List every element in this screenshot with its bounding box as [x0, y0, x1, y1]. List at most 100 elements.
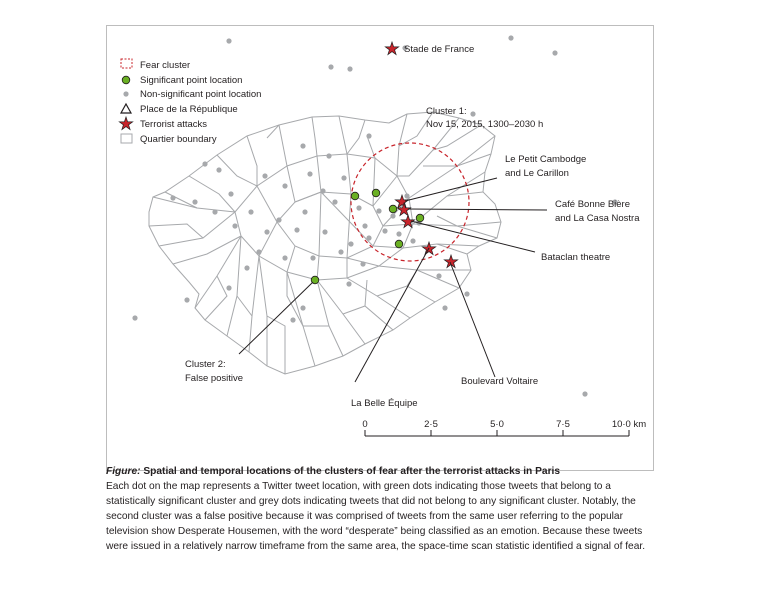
- figure-caption: Figure: Spatial and temporal locations o…: [106, 464, 646, 555]
- label-stade-de-france: Stade de France: [404, 44, 474, 55]
- non-significant-point: [552, 50, 558, 56]
- non-significant-point: [282, 255, 288, 261]
- scale-labels: 0 2·5 5·0 7·5 10·0 km: [362, 419, 646, 430]
- legend: Fear cluster Significant point location …: [118, 58, 261, 145]
- non-significant-point: [470, 111, 476, 117]
- fear-cluster-circle: [350, 142, 470, 262]
- non-significant-point: [262, 173, 268, 179]
- scale-tick-label: 2·5: [424, 419, 438, 430]
- non-significant-point: [226, 285, 232, 291]
- leader-line: [404, 177, 498, 202]
- significant-point: [310, 275, 320, 285]
- significant-point: [371, 188, 381, 198]
- non-significant-point: [290, 317, 296, 323]
- non-significant-point: [170, 195, 176, 201]
- legend-fear-cluster: Fear cluster: [140, 60, 190, 71]
- leader-line: [410, 220, 536, 253]
- non-significant-point: [256, 249, 262, 255]
- non-significant-point: [202, 161, 208, 167]
- non-significant-point: [184, 297, 190, 303]
- non-significant-points: [132, 35, 618, 397]
- non-significant-point: [390, 213, 396, 219]
- significant-points: [310, 188, 425, 285]
- attack-star-bonne-biere: [400, 213, 416, 229]
- triangle-icon: [119, 102, 133, 114]
- label-bonne-biere: Café Bonne Bière: [555, 199, 630, 210]
- significant-point: [394, 239, 404, 249]
- non-significant-point: [464, 291, 470, 297]
- non-significant-point: [612, 199, 618, 205]
- non-significant-point: [366, 133, 372, 139]
- leader-line: [238, 281, 314, 355]
- label-carillon: and Le Carillon: [505, 168, 569, 179]
- non-significant-point: [376, 208, 382, 214]
- non-significant-point: [508, 35, 514, 41]
- non-significant-point: [382, 228, 388, 234]
- significant-point: [388, 204, 398, 214]
- non-significant-point: [264, 229, 270, 235]
- non-significant-point: [302, 209, 308, 215]
- label-boulevard-voltaire: Boulevard Voltaire: [461, 376, 538, 387]
- non-significant-point: [310, 255, 316, 261]
- non-significant-point: [366, 235, 372, 241]
- fear-cluster-swatch: [120, 58, 133, 69]
- non-significant-point: [226, 38, 232, 44]
- non-significant-point: [362, 223, 368, 229]
- quartier-boundaries: [148, 111, 502, 375]
- caption-figure-label: Figure:: [106, 466, 141, 477]
- significant-point: [415, 213, 425, 223]
- quartier-boundary-swatch: [120, 133, 133, 144]
- map-figure: Fear cluster Significant point location …: [106, 25, 654, 471]
- label-cluster1-title: Cluster 1:: [426, 106, 467, 117]
- non-significant-point: [212, 209, 218, 215]
- non-significant-swatch: [123, 91, 129, 97]
- non-significant-point: [338, 249, 344, 255]
- non-significant-point: [244, 265, 250, 271]
- attack-markers: [384, 40, 459, 269]
- caption-title-text: Spatial and temporal locations of the cl…: [140, 466, 561, 477]
- non-significant-point: [320, 188, 326, 194]
- attack-star-stade-de-france: [384, 40, 400, 56]
- non-significant-point: [132, 315, 138, 321]
- non-significant-point: [356, 205, 362, 211]
- significant-swatch: [121, 75, 131, 85]
- non-significant-point: [582, 391, 588, 397]
- non-significant-point: [248, 209, 254, 215]
- leader-line: [354, 247, 430, 383]
- leader-line: [407, 208, 548, 211]
- non-significant-point: [346, 281, 352, 287]
- legend-non-significant-point: Non-significant point location: [140, 89, 261, 100]
- non-significant-point: [347, 66, 353, 72]
- paris-outline: [148, 111, 502, 375]
- legend-place-republique: Place de la République: [140, 104, 238, 115]
- non-significant-point: [332, 199, 338, 205]
- non-significant-point: [396, 231, 402, 237]
- non-significant-point: [232, 223, 238, 229]
- label-cluster1-time: Nov 15, 2015, 1300–2030 h: [426, 119, 543, 130]
- leader-lines: [238, 177, 548, 383]
- non-significant-point: [192, 199, 198, 205]
- non-significant-point: [326, 153, 332, 159]
- caption-body: Each dot on the map represents a Twitter…: [106, 481, 646, 553]
- non-significant-point: [410, 238, 416, 244]
- leader-line: [449, 261, 496, 378]
- non-significant-point: [294, 227, 300, 233]
- scale-tick-label: 7·5: [556, 419, 570, 430]
- non-significant-point: [404, 193, 410, 199]
- attack-star-petit-cambodge: [394, 193, 410, 209]
- scale-tick-label: 10·0 km: [612, 419, 646, 430]
- scale-tick-label: 0: [362, 419, 367, 430]
- paris-map: Fear cluster Significant point location …: [118, 35, 646, 437]
- non-significant-point: [300, 305, 306, 311]
- non-significant-point: [348, 241, 354, 247]
- non-significant-point: [341, 175, 347, 181]
- non-significant-point: [402, 45, 408, 51]
- label-casa-nostra: and La Casa Nostra: [555, 213, 640, 224]
- scale-tick-label: 5·0: [490, 419, 504, 430]
- non-significant-point: [228, 191, 234, 197]
- non-significant-point: [360, 261, 366, 267]
- scale-bar: [364, 430, 630, 437]
- legend-significant-point: Significant point location: [140, 75, 242, 86]
- non-significant-point: [216, 167, 222, 173]
- label-cluster2-title: Cluster 2:: [185, 359, 226, 370]
